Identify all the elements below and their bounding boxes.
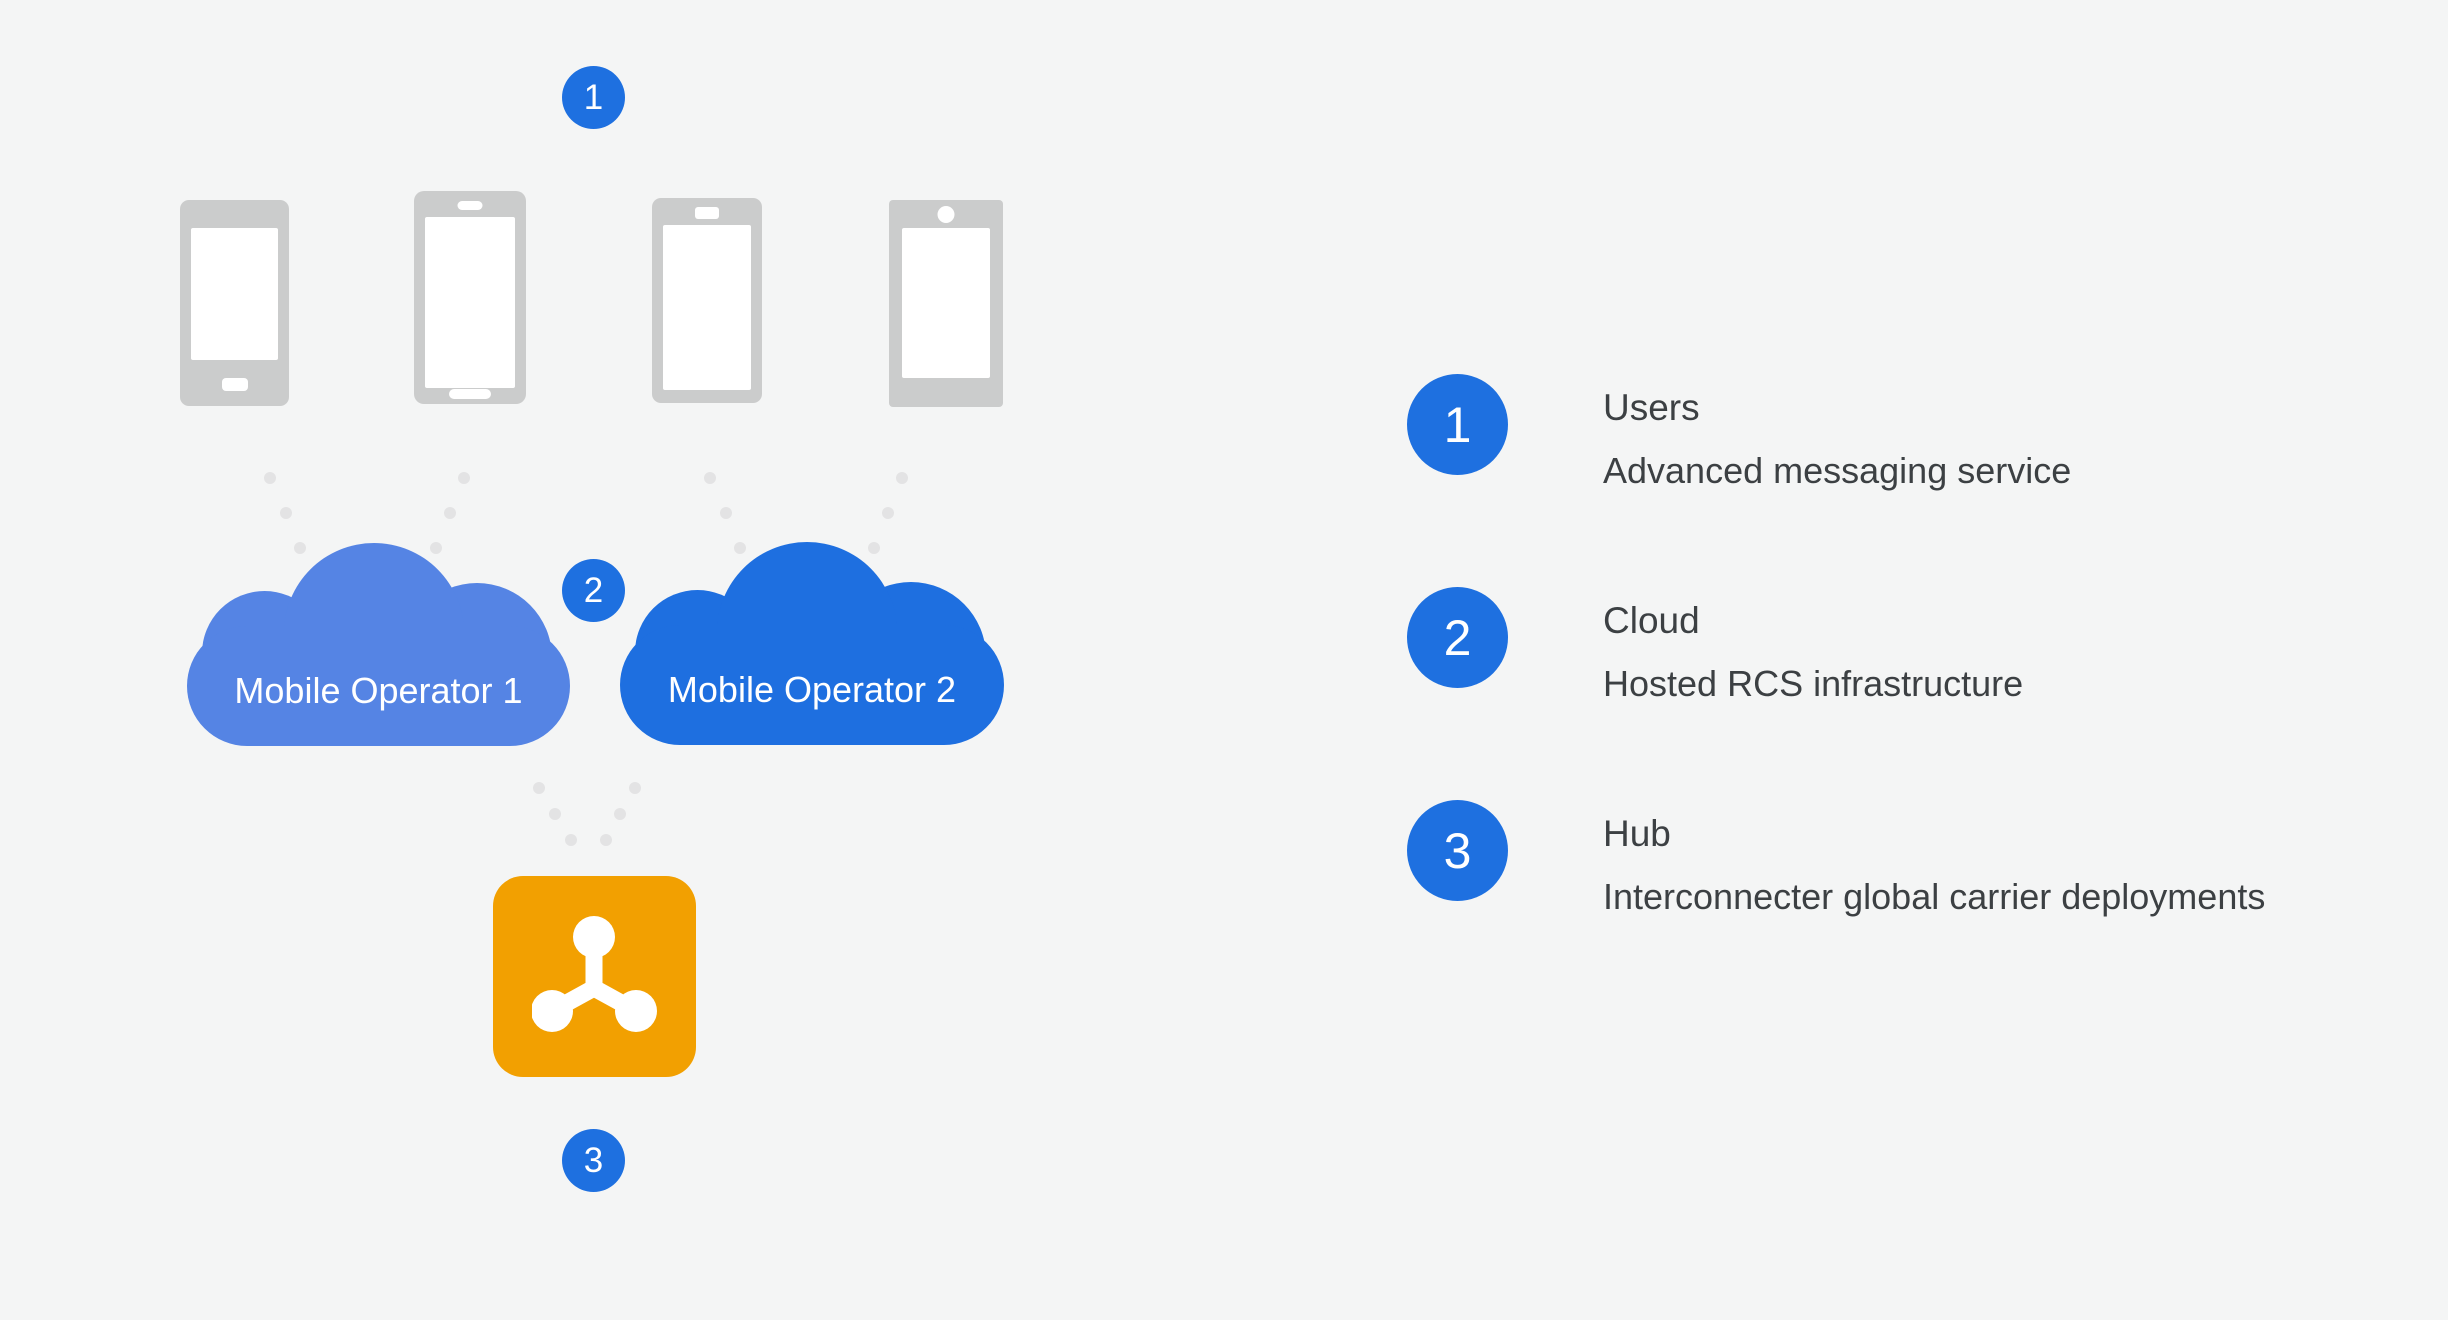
phone-speaker bbox=[457, 201, 483, 210]
legend-item-users: 1 Users Advanced messaging service bbox=[1407, 374, 2265, 491]
legend-subtitle-hub: Interconnecter global carrier deployment… bbox=[1603, 876, 2266, 917]
legend-title-cloud: Cloud bbox=[1603, 600, 1700, 641]
legend: 1 Users Advanced messaging service 2 Clo… bbox=[1407, 374, 2265, 917]
cloud-icon-operator-1: Mobile Operator 1 bbox=[187, 543, 570, 746]
smartphone-icon bbox=[414, 191, 526, 404]
phone-screen bbox=[902, 228, 990, 378]
legend-subtitle-users: Advanced messaging service bbox=[1603, 450, 2072, 491]
phone-home-button bbox=[449, 389, 491, 399]
legend-title-hub: Hub bbox=[1603, 813, 1671, 854]
phone-speaker bbox=[695, 207, 719, 219]
legend-badge-3: 3 bbox=[1407, 800, 1508, 901]
cloud-2-label: Mobile Operator 2 bbox=[667, 669, 957, 710]
legend-subtitle-cloud: Hosted RCS infrastructure bbox=[1603, 663, 2024, 704]
diagram-badge-cloud: 2 bbox=[562, 559, 625, 622]
smartphone-icon bbox=[652, 198, 762, 403]
cloud-1-label: Mobile Operator 1 bbox=[234, 670, 523, 711]
cloud-icon-operator-2: Mobile Operator 2 bbox=[620, 542, 1004, 745]
phone-screen bbox=[425, 217, 515, 388]
legend-badge-1: 1 bbox=[1407, 374, 1508, 475]
hub-network-icon bbox=[532, 916, 657, 1032]
phone-screen bbox=[663, 225, 751, 390]
legend-item-hub: 3 Hub Interconnecter global carrier depl… bbox=[1407, 800, 2265, 917]
phone-home-button bbox=[221, 378, 248, 391]
legend-item-cloud: 2 Cloud Hosted RCS infrastructure bbox=[1407, 587, 2265, 704]
phone-screen bbox=[191, 228, 278, 360]
hub-tile bbox=[493, 876, 696, 1077]
legend-badge-2: 2 bbox=[1407, 587, 1508, 688]
diagram-badge-hub: 3 bbox=[562, 1129, 625, 1192]
phone-camera bbox=[937, 206, 955, 223]
diagram-badge-users: 1 bbox=[562, 66, 625, 129]
smartphone-icon bbox=[889, 200, 1003, 407]
smartphone-icon bbox=[180, 200, 289, 406]
legend-title-users: Users bbox=[1603, 387, 1700, 428]
